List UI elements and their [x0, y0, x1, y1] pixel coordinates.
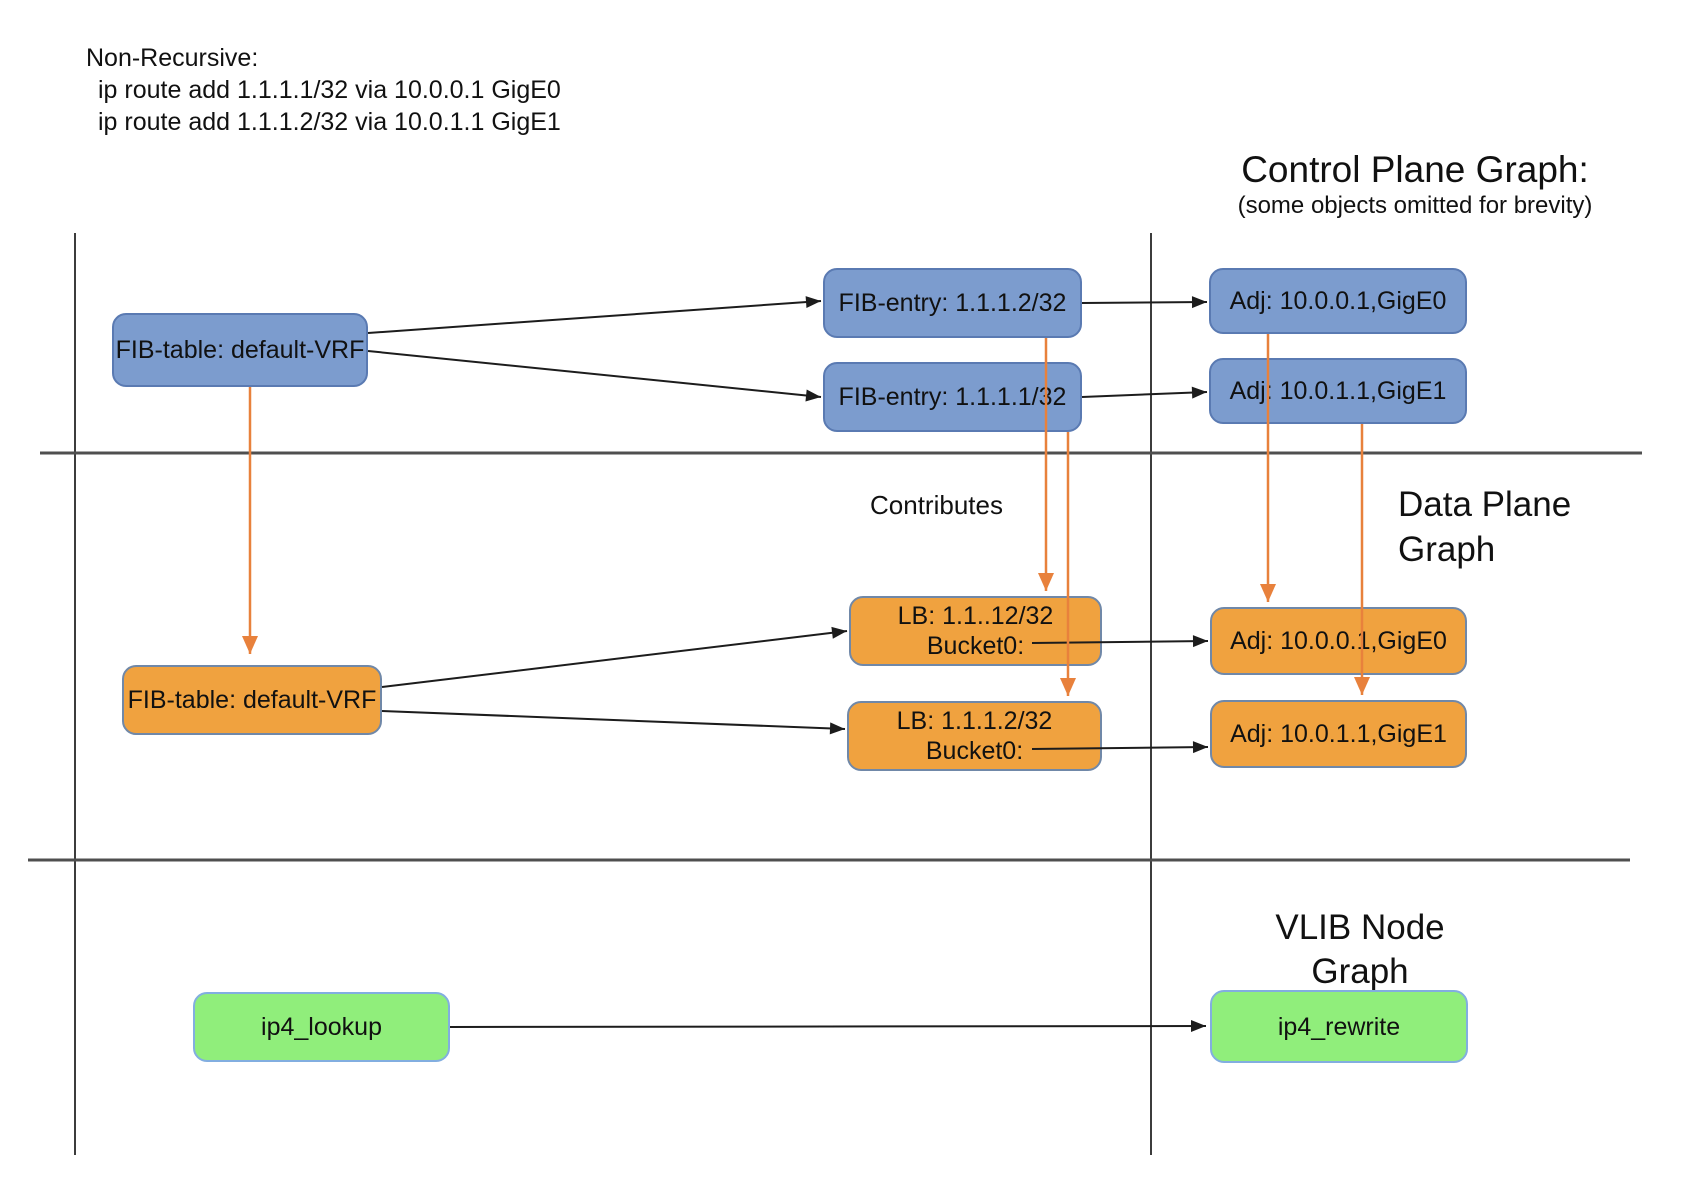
- edge-dp-fibtable-to-lb1: [381, 626, 848, 688]
- edge-cp-fibtable-to-fibentry1: [367, 350, 822, 402]
- node-dp-fib-table: FIB-table: default-VRF: [122, 665, 382, 735]
- node-cp-adj-gige1: Adj: 10.0.1.1,GigE1: [1209, 358, 1467, 424]
- node-cp-fib-entry-1111-label: FIB-entry: 1.1.1.1/32: [838, 383, 1067, 411]
- node-dp-lb1-line2: Bucket0:: [926, 632, 1025, 660]
- edge-cp-fibtable-to-fibentry2: [367, 296, 822, 334]
- node-cp-fib-table-label: FIB-table: default-VRF: [115, 336, 365, 364]
- node-cp-fib-entry-1112-label: FIB-entry: 1.1.1.2/32: [838, 289, 1067, 317]
- vlib-title-line1: VLIB Node: [1275, 908, 1445, 947]
- node-cp-fib-entry-1112: FIB-entry: 1.1.1.2/32: [823, 268, 1082, 338]
- node-cp-adj-gige0-label: Adj: 10.0.0.1,GigE0: [1229, 287, 1447, 315]
- vlib-title-block: VLIB Node Graph: [1180, 906, 1540, 994]
- node-dp-adj-gige1: Adj: 10.0.1.1,GigE1: [1210, 700, 1467, 768]
- edge-cp-fibentry1-to-adj1: [1081, 386, 1208, 399]
- node-cp-fib-table: FIB-table: default-VRF: [112, 313, 368, 387]
- notes-heading: Non-Recursive:: [86, 44, 259, 72]
- node-dp-adj-gige0: Adj: 10.0.0.1,GigE0: [1210, 607, 1467, 675]
- node-dp-lb2-line2: Bucket0:: [925, 737, 1024, 765]
- contributes-label: Contributes: [870, 490, 1003, 520]
- node-dp-adj-gige0-label: Adj: 10.0.0.1,GigE0: [1230, 627, 1447, 655]
- edge-cp-fibentry2-to-adj0: [1081, 296, 1208, 309]
- node-dp-lb1: LB: 1.1..12/32 Bucket0:: [849, 596, 1102, 666]
- control-plane-title: Control Plane Graph:: [1241, 149, 1589, 190]
- node-vlib-ip4-rewrite: ip4_rewrite: [1210, 990, 1468, 1063]
- node-dp-lb2: LB: 1.1.1.2/32 Bucket0:: [847, 701, 1102, 771]
- node-dp-lb1-line1: LB: 1.1..12/32: [897, 602, 1054, 630]
- data-plane-title-line1: Data Plane: [1398, 485, 1572, 524]
- notes-line-1: ip route add 1.1.1.1/32 via 10.0.0.1 Gig…: [98, 76, 561, 104]
- node-cp-fib-entry-1111: FIB-entry: 1.1.1.1/32: [823, 362, 1082, 432]
- node-cp-adj-gige0: Adj: 10.0.0.1,GigE0: [1209, 268, 1467, 334]
- vlib-title-line2: Graph: [1311, 952, 1409, 991]
- control-plane-subtitle: (some objects omitted for brevity): [1237, 192, 1593, 219]
- edge-ip4lookup-to-ip4rewrite: [449, 1020, 1207, 1033]
- route-config-notes: Non-Recursive: ip route add 1.1.1.1/32 v…: [86, 42, 561, 138]
- edge-dp-fibtable-to-lb2: [381, 710, 846, 735]
- notes-line-2: ip route add 1.1.1.2/32 via 10.0.1.1 Gig…: [98, 108, 561, 136]
- node-dp-fib-table-label: FIB-table: default-VRF: [127, 686, 377, 714]
- data-plane-title-block: Data Plane Graph: [1398, 482, 1571, 572]
- node-vlib-ip4-lookup-label: ip4_lookup: [261, 1013, 382, 1041]
- node-dp-adj-gige1-label: Adj: 10.0.1.1,GigE1: [1230, 720, 1447, 748]
- node-cp-adj-gige1-label: Adj: 10.0.1.1,GigE1: [1229, 377, 1447, 405]
- data-plane-title-line2: Graph: [1398, 530, 1496, 569]
- node-vlib-ip4-lookup: ip4_lookup: [193, 992, 450, 1062]
- control-plane-title-block: Control Plane Graph: (some objects omitt…: [1180, 148, 1650, 220]
- node-dp-lb2-line1: LB: 1.1.1.2/32: [896, 707, 1053, 735]
- node-vlib-ip4-rewrite-label: ip4_rewrite: [1277, 1012, 1401, 1041]
